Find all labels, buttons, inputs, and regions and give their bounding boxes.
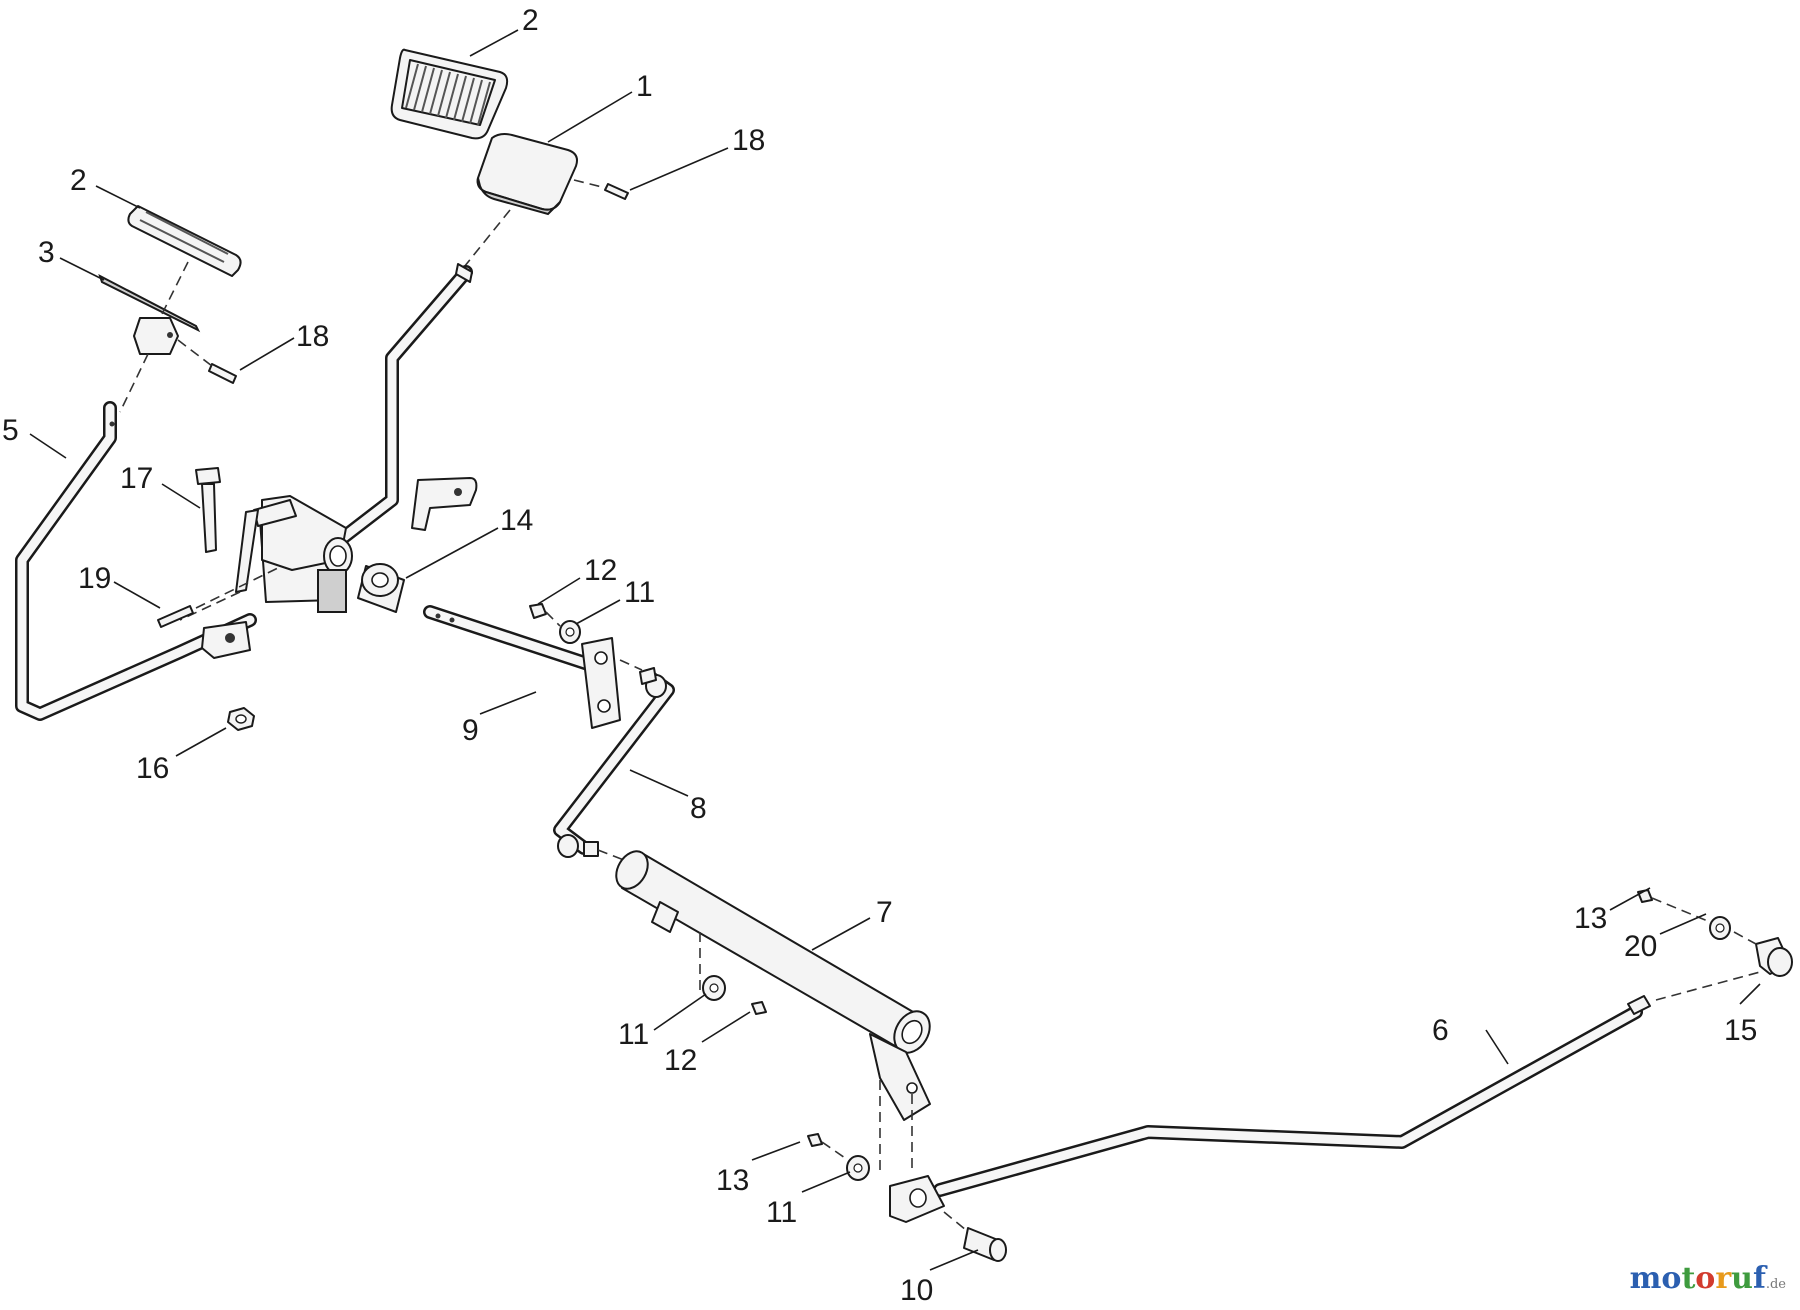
leader-lines xyxy=(29,29,1761,1271)
cross-tube xyxy=(615,850,931,1121)
upper-pedal-assembly xyxy=(390,48,629,273)
callout-1: 1 xyxy=(636,70,653,103)
callout-18-top: 18 xyxy=(732,124,765,157)
callout-8: 8 xyxy=(690,792,707,825)
clevis-pin-10 xyxy=(963,1227,1007,1262)
callout-13-lower: 13 xyxy=(716,1164,749,1197)
hex-nut xyxy=(227,707,255,731)
watermark-brand: motoruf xyxy=(1630,1261,1766,1296)
washer-11-middle xyxy=(702,975,726,1001)
washer-11-lower xyxy=(846,1155,870,1181)
washer-11-upper xyxy=(559,620,581,644)
callout-3: 3 xyxy=(38,236,55,269)
swivel-15 xyxy=(1755,937,1793,977)
pedal-pad-upper xyxy=(390,48,509,140)
watermark-letter: u xyxy=(1731,1261,1753,1296)
callout-10: 10 xyxy=(900,1274,933,1307)
callout-2-top: 2 xyxy=(522,4,539,37)
watermark-letter: m xyxy=(1629,1261,1662,1296)
bushing xyxy=(357,563,405,613)
callout-11-middle: 11 xyxy=(618,1018,649,1051)
pedal-pad-left xyxy=(127,205,242,277)
left-pedal-assembly xyxy=(98,205,242,413)
callout-15: 15 xyxy=(1724,1014,1757,1047)
pivot-assembly xyxy=(179,495,353,659)
callout-16: 16 xyxy=(136,752,169,785)
watermark-letter: o xyxy=(1695,1261,1716,1296)
callout-labels: 2 1 18 2 3 18 5 17 19 14 12 11 9 8 16 7 … xyxy=(2,4,1757,1307)
clip-13-lower xyxy=(807,1133,823,1147)
callout-14: 14 xyxy=(500,504,533,537)
callout-18-left: 18 xyxy=(296,320,329,353)
roll-pin-upper xyxy=(604,183,629,200)
roll-pin-left xyxy=(208,363,237,384)
clip-12-lower xyxy=(751,1001,767,1015)
callout-11-upper: 11 xyxy=(624,576,655,609)
clevis xyxy=(889,1175,945,1223)
callout-20: 20 xyxy=(1624,930,1657,963)
washer-20 xyxy=(1709,916,1731,940)
watermark-logo: motoruf.de xyxy=(1630,1261,1786,1296)
mounting-bracket xyxy=(411,477,478,531)
callout-19: 19 xyxy=(78,562,111,595)
clip-13-right xyxy=(1637,889,1653,903)
watermark-letter: r xyxy=(1715,1261,1732,1296)
callout-17: 17 xyxy=(120,462,153,495)
shaft-arm xyxy=(423,605,621,729)
callout-9: 9 xyxy=(462,714,479,747)
callout-7: 7 xyxy=(876,896,893,929)
callout-6: 6 xyxy=(1432,1014,1449,1047)
left-lever-rod xyxy=(15,401,257,721)
callout-5: 5 xyxy=(2,414,19,447)
callout-11-lower: 11 xyxy=(766,1196,797,1229)
callout-12-lower: 12 xyxy=(664,1044,697,1077)
clevis-pin-19 xyxy=(157,605,194,628)
watermark-letter: f xyxy=(1752,1261,1766,1296)
callout-12-upper: 12 xyxy=(584,554,617,587)
clip-12-upper xyxy=(529,603,547,619)
callout-2-left: 2 xyxy=(70,164,87,197)
link-rod xyxy=(553,667,675,858)
upper-pedal-arm xyxy=(333,263,473,547)
bolt xyxy=(195,467,221,553)
long-rod xyxy=(933,995,1651,1197)
watermark-letter: t xyxy=(1681,1261,1696,1296)
pedal-mount-left xyxy=(133,317,179,355)
watermark-suffix: .de xyxy=(1765,1277,1786,1292)
watermark-letter: o xyxy=(1661,1261,1682,1296)
callout-13-right: 13 xyxy=(1574,902,1607,935)
